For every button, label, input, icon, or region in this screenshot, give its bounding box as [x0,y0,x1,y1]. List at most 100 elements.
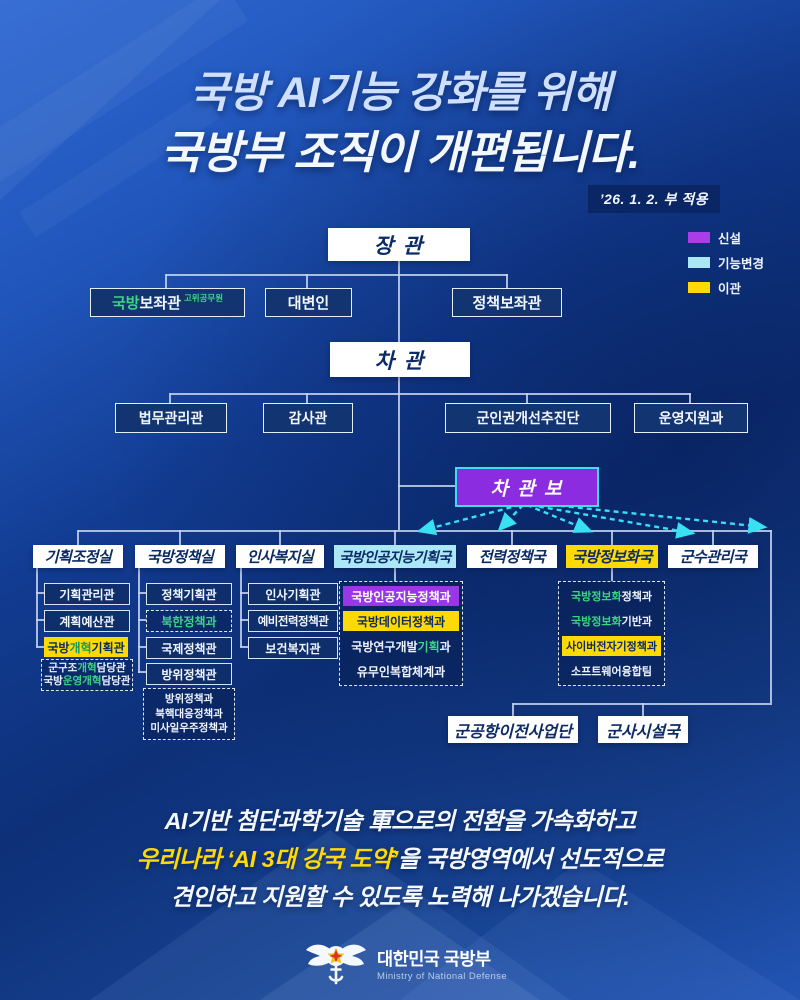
connector-line [526,393,528,403]
connector-line [306,393,308,403]
connector-line [240,567,242,647]
item-text: 군구조 [48,662,78,674]
box-military-facilities-bureau: 군사시설국 [598,716,688,743]
item-reform-officers-group: 군구조개혁담당관 국방운영개혁담당관 [41,659,133,691]
dept-header-defense-policy: 국방정책실 [135,545,225,568]
message-line2-rest: 을 국방영역에서 선도적으로 [397,846,664,872]
item-north-korea-policy: 북한정책과 [146,610,232,632]
connector-line [512,703,514,716]
defense-advisor-rest: 보좌관 [139,295,181,312]
connector-line [77,530,79,545]
item-text: 기반과 [621,616,652,628]
message-highlight: 우리나라 ‘AI 3대 강국 도약’ [136,846,399,872]
legend-swatch-new [688,232,710,243]
connector-line [36,619,44,621]
connector-line [170,393,691,395]
connector-line [138,646,146,648]
item-text-green: 개혁 [69,640,92,655]
effective-date-badge: ’26. 1. 2. 부 적용 [587,185,720,213]
connector-line [506,274,508,288]
connector-line [511,530,513,545]
legend-item-transfer: 이관 [688,278,741,297]
box-vice-minister: 차 관 [330,342,470,377]
box-policy-advisor: 정책보좌관 [452,288,562,317]
connector-line [240,619,248,621]
legend-label-change: 기능변경 [718,257,765,271]
box-deputy-minister: 차 관 보 [455,467,599,507]
item-text: 담당관 [101,675,131,687]
connector-line [166,274,508,276]
item-structure-reform-officer: 군구조개혁담당관 [48,662,125,675]
item-text-green: 국방정보화 [571,591,622,603]
item-nuclear-response-division: 북핵대응정책과 [155,707,223,720]
item-policy-divisions-group: 방위정책과 북핵대응정책과 미사일우주정책과 [143,688,235,740]
message-line3: 견인하고 지원할 수 있도록 노력해 나가겠습니다. [170,884,630,910]
dept-header-logistics: 군수관리국 [668,545,758,568]
item-text-green: 운영개혁 [62,675,102,687]
box-audit: 감사관 [263,403,353,433]
item-text: 담당관 [96,662,126,674]
item-international-policy: 국제정책관 [146,637,232,659]
footer-logo: 대한민국 국방부 Ministry of National Defense [305,938,507,990]
item-text: 기획관 [91,640,125,655]
item-ai-policy-division: 국방인공지능정책과 [343,586,459,606]
connector-line [165,274,167,288]
dept-header-planning-coordination: 기획조정실 [33,545,123,568]
connector-line [611,530,613,545]
item-text-green: 개혁 [77,662,97,674]
item-plan-budget: 계획예산관 [44,610,130,632]
connector-line [689,393,691,403]
senior-official-tag: 고위공무원 [183,292,224,303]
connector-line [240,646,248,648]
connector-line [78,530,772,532]
item-defense-policy-division: 방위정책과 [164,693,214,706]
item-defense-policy-bureau: 방위정책관 [146,663,232,685]
legend-label-transfer: 이관 [718,282,742,296]
box-spokesperson: 대변인 [265,288,352,317]
dept-header-personnel-welfare: 인사복지실 [236,545,324,568]
item-manned-unmanned-division: 유무인복합체계과 [356,664,446,679]
dept-header-informatization: 국방정보화국 [566,545,658,568]
item-text: 정책과 [621,591,652,603]
item-text: 국방연구개발 [351,639,418,654]
item-management-reform-officer: 국방운영개혁담당관 [44,675,131,688]
box-operation-support: 운영지원과 [634,403,748,433]
poster-title-line1: 국방 AI기능 강화를 위해 [189,69,612,117]
dept-header-ai-planning: 국방인공지능기획국 [334,545,456,568]
connector-line [279,530,281,545]
connector-line [138,619,146,621]
connector-line [712,530,714,545]
legend-item-new: 신설 [688,228,741,247]
legend-item-change: 기능변경 [688,253,764,272]
item-text: 과 [439,639,451,654]
box-military-rights-taskforce: 군인권개선추진단 [445,403,611,433]
ministry-name-en: Ministry of National Defense [377,971,508,982]
legend-label-new: 신설 [718,232,742,246]
footer-text: 대한민국 국방부 Ministry of National Defense [377,946,507,982]
item-planning-management: 기획관리관 [44,583,130,605]
item-personnel-planning: 인사기획관 [248,583,338,605]
item-reserve-force-policy: 예비전력정책관 [248,610,338,632]
message-line1: AI기반 첨단과학기술 軍으로의 전환을 가속화하고 [164,808,636,834]
item-text-green: 기획 [417,639,440,654]
box-legal-affairs: 법무관리관 [115,403,227,433]
connector-line [138,592,146,594]
item-software-convergence-team: 소프트웨어융합팀 [571,666,652,678]
connector-line [398,485,455,487]
connector-line [306,274,308,288]
legend-swatch-change [688,257,710,268]
item-missile-space-division: 미사일우주정책과 [150,722,228,735]
connector-line [36,592,44,594]
connector-line [394,567,396,581]
connector-line [240,592,248,594]
mnd-emblem-icon [306,944,366,985]
defense-advisor-prefix: 국방 [111,295,140,312]
connector-line [770,530,772,703]
